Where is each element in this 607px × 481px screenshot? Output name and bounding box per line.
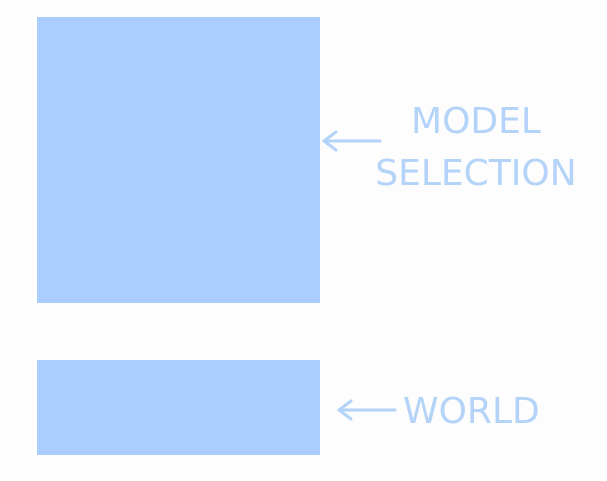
world-block — [37, 360, 320, 455]
model-label-line-1: MODEL — [411, 101, 541, 142]
world-label: WORLD — [403, 391, 540, 432]
model-label-line-2: SELECTION — [375, 153, 577, 194]
model-selection-label: MODEL SELECTION — [356, 96, 596, 200]
arrow-left-icon — [322, 130, 382, 152]
model-selection-block — [37, 17, 320, 303]
arrow-left-icon — [337, 399, 397, 421]
